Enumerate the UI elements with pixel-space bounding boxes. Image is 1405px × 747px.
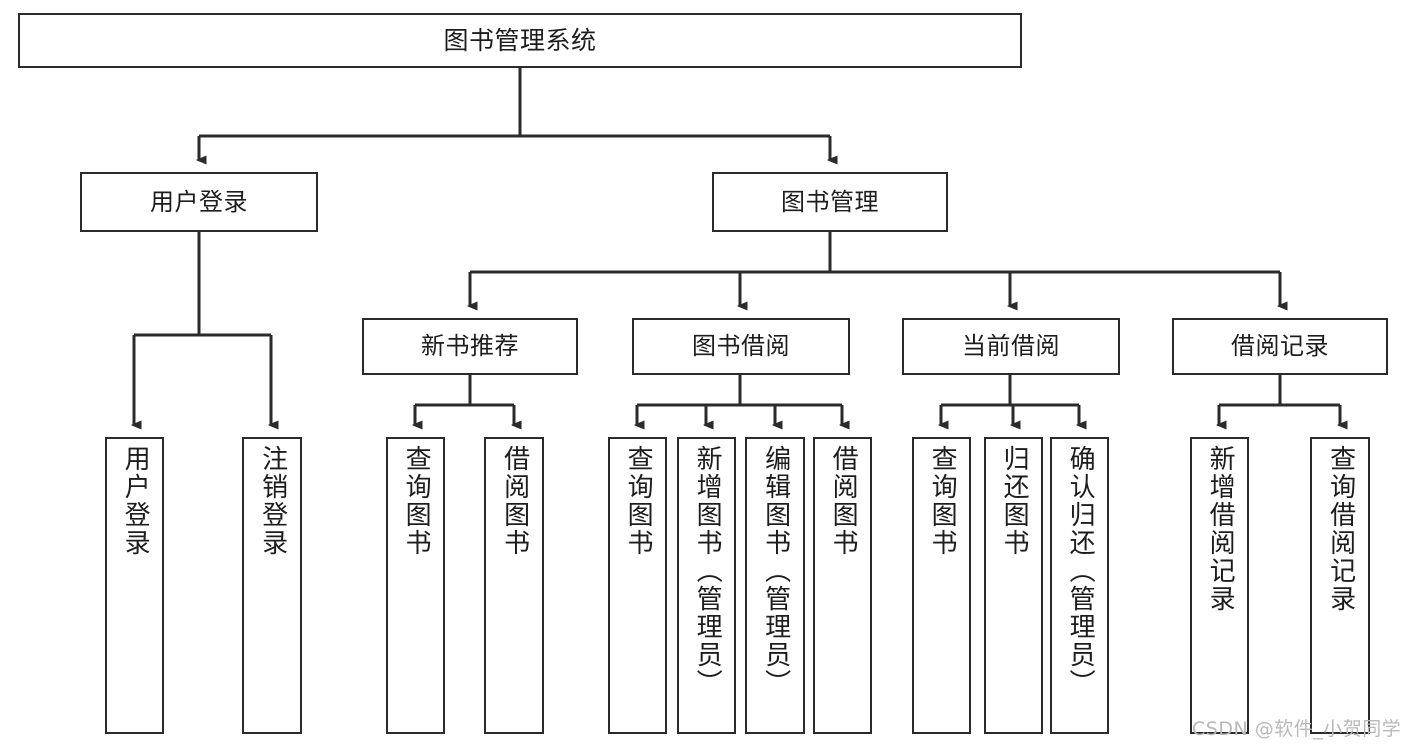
node-leaf-query-record-label: 查询借阅记录 (1325, 445, 1356, 613)
node-leaf-borrow-book-1[interactable]: 借阅图书 (484, 437, 544, 734)
node-leaf-return-book-label: 归还图书 (999, 445, 1030, 557)
node-book-manage[interactable]: 图书管理 (712, 172, 948, 232)
node-leaf-query-book-2[interactable]: 查询图书 (608, 437, 667, 734)
node-leaf-add-book-label: 新增图书（管理员） (692, 445, 723, 697)
node-root[interactable]: 图书管理系统 (18, 13, 1022, 68)
node-new-book-rec-label: 新书推荐 (421, 332, 519, 361)
node-borrow-record-label: 借阅记录 (1231, 332, 1329, 361)
node-leaf-add-book[interactable]: 新增图书（管理员） (677, 437, 736, 734)
node-leaf-user-logout-label: 注销登录 (257, 445, 288, 557)
node-user-login-label: 用户登录 (150, 187, 248, 216)
node-current-borrow[interactable]: 当前借阅 (902, 318, 1120, 375)
node-new-book-rec[interactable]: 新书推荐 (362, 318, 578, 375)
node-leaf-borrow-book-1-label: 借阅图书 (499, 445, 530, 557)
node-leaf-confirm-return-label: 确认归还（管理员） (1065, 445, 1096, 697)
node-leaf-user-login[interactable]: 用户登录 (105, 437, 164, 734)
node-current-borrow-label: 当前借阅 (962, 332, 1060, 361)
node-user-login[interactable]: 用户登录 (80, 172, 318, 232)
node-leaf-borrow-book-2[interactable]: 借阅图书 (813, 437, 872, 734)
node-book-manage-label: 图书管理 (781, 187, 879, 216)
node-leaf-query-book-1[interactable]: 查询图书 (386, 437, 445, 734)
node-borrow-record[interactable]: 借阅记录 (1172, 318, 1388, 375)
node-root-label: 图书管理系统 (443, 25, 597, 55)
node-leaf-query-book-3[interactable]: 查询图书 (912, 437, 971, 734)
node-leaf-edit-book-label: 编辑图书（管理员） (760, 445, 791, 697)
csdn-watermark: CSDN @软件_小贺同学 (1192, 718, 1402, 740)
node-leaf-add-record-label: 新增借阅记录 (1205, 445, 1236, 613)
node-leaf-borrow-book-2-label: 借阅图书 (828, 445, 859, 557)
node-leaf-query-book-1-label: 查询图书 (401, 445, 432, 557)
node-leaf-query-record[interactable]: 查询借阅记录 (1310, 437, 1370, 734)
node-leaf-add-record[interactable]: 新增借阅记录 (1190, 437, 1249, 734)
node-leaf-return-book[interactable]: 归还图书 (984, 437, 1043, 734)
node-leaf-query-book-3-label: 查询图书 (927, 445, 958, 557)
node-book-borrow-label: 图书借阅 (692, 332, 790, 361)
node-leaf-confirm-return[interactable]: 确认归还（管理员） (1050, 437, 1109, 734)
node-leaf-user-logout[interactable]: 注销登录 (242, 437, 302, 734)
node-book-borrow[interactable]: 图书借阅 (632, 318, 850, 375)
node-leaf-user-login-label: 用户登录 (120, 445, 151, 557)
node-leaf-edit-book[interactable]: 编辑图书（管理员） (745, 437, 805, 734)
node-leaf-query-book-2-label: 查询图书 (623, 445, 654, 557)
